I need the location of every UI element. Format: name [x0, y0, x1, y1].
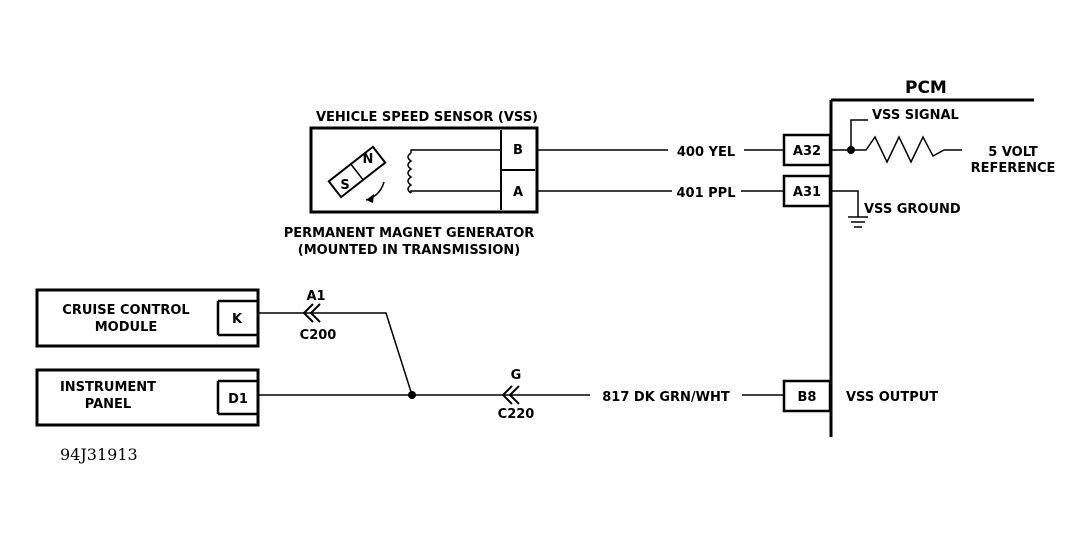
vss-box [309, 126, 539, 214]
c200-name-label: C200 [300, 328, 337, 343]
figure-id: 94J31913 [60, 445, 138, 464]
pcm-pin-a32: A32 [793, 144, 821, 159]
vehicle-speed-sensor: VEHICLE SPEED SENSOR (VSS) B A N S PERMA… [284, 110, 539, 258]
reference-resistor [831, 119, 962, 164]
reference-label: REFERENCE [971, 161, 1056, 176]
ground-symbol [831, 190, 868, 228]
coil-icon [407, 149, 501, 194]
vss-ground-label: VSS GROUND [864, 202, 961, 217]
vss-output-label: VSS OUTPUT [846, 390, 938, 405]
c200-pin-label: A1 [306, 289, 325, 304]
magnet-icon: N S [327, 145, 387, 203]
cruise-label-1: CRUISE CONTROL [62, 303, 189, 318]
wire-400: 400 YEL [537, 145, 784, 160]
pcm-pin-b8: B8 [798, 390, 817, 405]
instrument-label-2: PANEL [85, 397, 131, 412]
vss-caption-1: PERMANENT MAGNET GENERATOR [284, 226, 535, 241]
vss-signal-label: VSS SIGNAL [872, 108, 959, 123]
splice-dot [408, 391, 416, 399]
pcm-pin-a31-box [782, 174, 832, 208]
cruise-pin-k: K [232, 312, 243, 327]
vss-title: VEHICLE SPEED SENSOR (VSS) [316, 110, 538, 125]
pcm-pin-b8-box [782, 379, 832, 413]
vss-caption-2: (MOUNTED IN TRANSMISSION) [298, 243, 520, 258]
pcm: PCM A32 A31 B8 VSS SIGNAL 5 VOLT REFEREN… [782, 78, 1056, 437]
connector-c220-icon [501, 385, 520, 405]
wire-401-label: 401 PPL [676, 186, 735, 201]
instrument-panel: INSTRUMENT PANEL D1 [35, 368, 260, 427]
cruise-box [35, 288, 260, 348]
wire-817-label: 817 DK GRN/WHT [602, 390, 730, 405]
instrument-pin-d1: D1 [228, 392, 248, 407]
magnet-n: N [363, 152, 374, 167]
pcm-pin-a31: A31 [793, 185, 821, 200]
instrument-label-1: INSTRUMENT [60, 380, 156, 395]
wire-401: 401 PPL [537, 186, 784, 201]
c220-name-label: C220 [498, 407, 535, 422]
vss-pin-b: B [513, 143, 523, 158]
cruise-control-module: CRUISE CONTROL MODULE K [35, 288, 260, 348]
connector-c200-icon [302, 303, 321, 323]
instrument-box [35, 368, 260, 427]
five-volt-label: 5 VOLT [988, 145, 1038, 160]
c220-pin-label: G [511, 368, 522, 383]
magnet-s: S [340, 178, 349, 193]
wire-cruise: A1 C200 [258, 289, 413, 396]
vss-pin-a: A [513, 185, 523, 200]
cruise-label-2: MODULE [95, 320, 158, 335]
pcm-title: PCM [905, 78, 947, 98]
wire-400-label: 400 YEL [677, 145, 735, 160]
wire-817: G C220 817 DK GRN/WHT [258, 368, 784, 422]
